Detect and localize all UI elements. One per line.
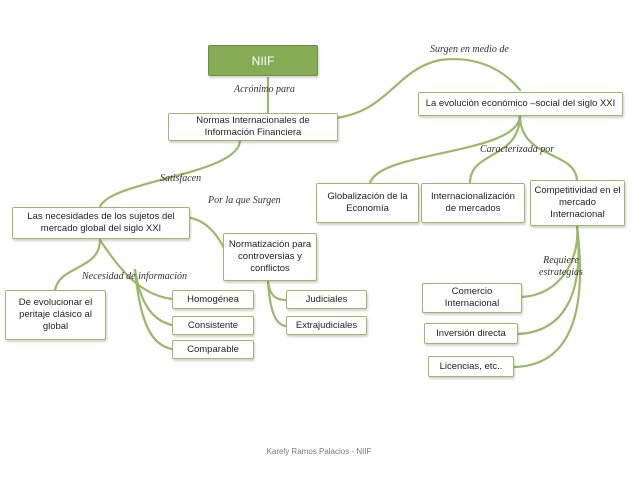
connector-necesidades-comparable bbox=[133, 268, 174, 351]
niif-title-node: NIIF bbox=[208, 45, 318, 76]
licencias-node: Licencias, etc.. bbox=[428, 356, 514, 377]
judiciales-node: Judiciales bbox=[286, 290, 367, 309]
label-satisfacen: Satisfacen bbox=[160, 173, 202, 184]
label-surgen: Surgen en medio de bbox=[430, 44, 509, 55]
connector-normas-necesidades bbox=[98, 138, 242, 209]
extrajudiciales-node: Extrajudiciales bbox=[286, 316, 367, 335]
comercio-node: Comercio Internacional bbox=[422, 283, 522, 313]
footer-credit: Karely Ramos Palacios - NIIF bbox=[266, 447, 372, 456]
comparable-node: Comparable bbox=[172, 340, 254, 359]
label-caracterizada: Caracterizada por bbox=[480, 144, 555, 155]
connector-evolucion-globalizacion bbox=[368, 113, 522, 185]
connector-evolucion-internacionalizacion bbox=[468, 113, 522, 185]
globalizacion-node: Globalización de la Economía bbox=[316, 183, 419, 223]
normas-node: Normas Internacionales de Información Fi… bbox=[168, 113, 338, 141]
connector-normatizacion-extrajudiciales bbox=[266, 280, 288, 328]
inversion-node: Inversión directa bbox=[424, 323, 518, 344]
label-por-la-que: Por la que Surgen bbox=[208, 195, 281, 206]
connector-necesidades-evolucionar bbox=[53, 238, 102, 292]
evolucion-node: La evolución económico –social del siglo… bbox=[418, 92, 623, 116]
internacionalizacion-node: Internacionalización de mercados bbox=[421, 183, 525, 223]
connector-competitividad-inversion bbox=[516, 224, 580, 336]
normatizacion-node: Normatización para controversias y confl… bbox=[223, 233, 317, 281]
homogenea-node: Homogénea bbox=[172, 290, 254, 309]
connector-normas-evolucion bbox=[334, 58, 522, 120]
connector-necesidades-homogenea bbox=[98, 238, 174, 301]
label-acronimo: Acrónimo para bbox=[234, 84, 295, 95]
label-necesidad: Necesidad de información bbox=[82, 271, 187, 282]
competitividad-node: Competitividad en el mercado Internacion… bbox=[530, 180, 625, 226]
consistente-node: Consistente bbox=[172, 316, 254, 335]
label-requiere: Requiere estrategias bbox=[539, 255, 583, 278]
connector-evolucion-competitividad bbox=[518, 113, 579, 182]
connector-competitividad-licencias bbox=[512, 224, 582, 369]
evolucionar-node: De evolucionar el peritaje clásico al gl… bbox=[5, 290, 106, 340]
necesidades-node: Las necesidades de los sujetos del merca… bbox=[12, 207, 190, 239]
